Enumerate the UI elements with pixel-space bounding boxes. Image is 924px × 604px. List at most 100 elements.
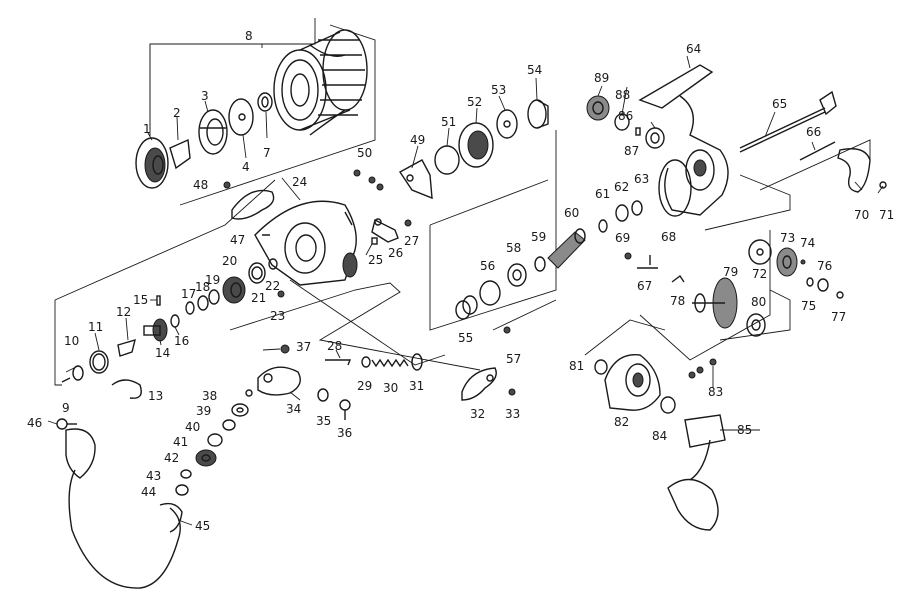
screw-46 xyxy=(56,418,77,430)
callout-54: 54 xyxy=(527,63,542,77)
callout-49: 49 xyxy=(410,133,425,147)
washer-63 xyxy=(631,200,643,216)
washer-61 xyxy=(598,219,608,233)
washer-17 xyxy=(185,301,195,315)
bushing-76 xyxy=(817,278,829,292)
screws-50 xyxy=(353,169,384,191)
washer-53 xyxy=(496,109,518,139)
bail-wire-45 xyxy=(65,428,183,589)
callout-87: 87 xyxy=(624,144,639,158)
drag-knob-1 xyxy=(135,137,169,189)
callout-53: 53 xyxy=(491,83,506,97)
screw-27 xyxy=(404,219,412,227)
bail-arm-26 xyxy=(371,218,399,243)
callout-68: 68 xyxy=(661,230,676,244)
callout-labels: 1 2 3 4 7 8 9 10 11 12 13 14 15 16 17 18… xyxy=(27,29,894,533)
callout-50: 50 xyxy=(357,146,372,160)
callout-69: 69 xyxy=(615,231,630,245)
drive-gear-79 xyxy=(692,277,738,329)
callout-73: 73 xyxy=(780,231,795,245)
callout-4: 4 xyxy=(242,160,250,174)
callout-7: 7 xyxy=(263,146,271,160)
callout-64: 64 xyxy=(686,42,701,56)
callout-80: 80 xyxy=(751,295,766,309)
callout-30: 30 xyxy=(383,381,398,395)
callout-59: 59 xyxy=(531,230,546,244)
collar-44 xyxy=(175,484,189,496)
callout-29: 29 xyxy=(357,379,372,393)
screw-23 xyxy=(277,290,285,298)
trip-lever-28 xyxy=(325,359,352,366)
bearing-58 xyxy=(507,263,527,287)
click-spring-2 xyxy=(169,138,191,170)
bail-holder-47 xyxy=(231,189,275,220)
spring-12 xyxy=(117,338,136,357)
callout-17: 17 xyxy=(181,287,196,301)
o-ring-51 xyxy=(434,145,460,175)
screw-29 xyxy=(361,356,371,368)
callout-86: 86 xyxy=(618,109,633,123)
one-way-clutch-56 xyxy=(479,280,501,306)
drag-washer-3 xyxy=(198,109,228,155)
callout-24: 24 xyxy=(292,175,307,189)
clip-25 xyxy=(371,237,378,245)
callout-55: 55 xyxy=(458,331,473,345)
callout-72: 72 xyxy=(752,267,767,281)
callout-76: 76 xyxy=(817,259,832,273)
callout-1: 1 xyxy=(143,122,151,136)
callout-63: 63 xyxy=(634,172,649,186)
callout-3: 3 xyxy=(201,89,209,103)
callout-43: 43 xyxy=(146,469,161,483)
callout-46: 46 xyxy=(27,416,42,430)
screw-33 xyxy=(508,388,516,396)
collar-43 xyxy=(180,469,192,479)
callout-52: 52 xyxy=(467,95,482,109)
washer-75 xyxy=(806,277,814,287)
oscillating-gear-73 xyxy=(776,247,798,277)
callout-34: 34 xyxy=(286,402,301,416)
callout-84: 84 xyxy=(652,429,667,443)
body-cover-82 xyxy=(604,354,661,411)
pinion-gear-60 xyxy=(547,228,586,269)
callout-18: 18 xyxy=(195,280,210,294)
washer-84 xyxy=(660,396,676,414)
callout-47: 47 xyxy=(230,233,245,247)
ball-38 xyxy=(245,389,253,397)
callout-11: 11 xyxy=(88,320,103,334)
handle-85 xyxy=(667,414,726,531)
washer-7 xyxy=(257,92,273,112)
callout-8: 8 xyxy=(245,29,253,43)
roller-assembly-14 xyxy=(143,318,168,342)
line-roller-42 xyxy=(195,449,217,467)
callout-70: 70 xyxy=(854,208,869,222)
callout-79: 79 xyxy=(723,265,738,279)
screw-37 xyxy=(280,344,290,354)
pin-66 xyxy=(799,141,836,161)
callout-82: 82 xyxy=(614,415,629,429)
rotor-nut-52 xyxy=(458,122,494,168)
callout-65: 65 xyxy=(772,97,787,111)
callout-15: 15 xyxy=(133,293,148,307)
bearing-62 xyxy=(615,204,629,222)
callout-33: 33 xyxy=(505,407,520,421)
washer-59 xyxy=(534,256,546,272)
callout-61: 61 xyxy=(595,187,610,201)
callout-62: 62 xyxy=(614,180,629,194)
callout-25: 25 xyxy=(368,253,383,267)
group-bracket-lines xyxy=(54,18,871,386)
spool-8 xyxy=(273,29,368,136)
bail-holder-32 xyxy=(461,367,497,401)
callout-89: 89 xyxy=(594,71,609,85)
screws-83 xyxy=(688,358,717,379)
callout-60: 60 xyxy=(564,206,579,220)
callout-58: 58 xyxy=(506,241,521,255)
callout-77: 77 xyxy=(831,310,846,324)
washer-39 xyxy=(231,403,249,417)
screw-71 xyxy=(879,181,887,189)
washer-72 xyxy=(748,239,772,265)
callout-78: 78 xyxy=(670,294,685,308)
callout-32: 32 xyxy=(470,407,485,421)
bearing-86 xyxy=(645,127,665,149)
callout-56: 56 xyxy=(480,259,495,273)
